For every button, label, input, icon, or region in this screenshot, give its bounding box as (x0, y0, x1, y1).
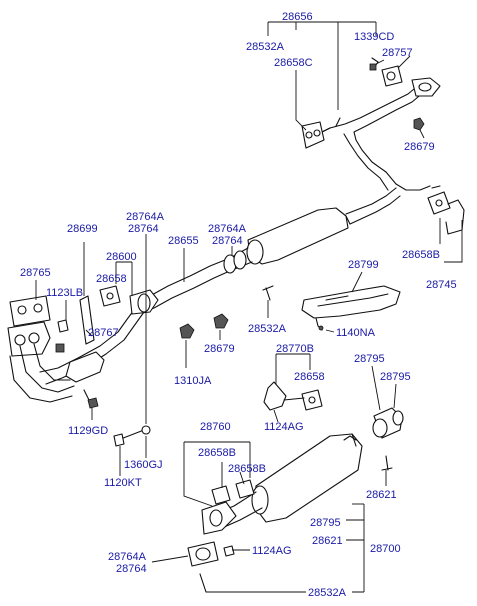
label-28532A-top: 28532A (246, 41, 285, 53)
label-1339CD: 1339CD (354, 31, 394, 43)
label-28658B-right: 28658B (402, 249, 440, 261)
hanger-28770B (263, 381, 323, 411)
label-28658B-b: 28658B (228, 463, 266, 475)
center-pipe-28656 (315, 77, 441, 191)
bolt-1129GD (83, 389, 99, 409)
nut-1310JA (179, 323, 195, 339)
bolt-1120KT (113, 425, 151, 447)
label-28621-right: 28621 (366, 489, 397, 501)
label-28795-b: 28795 (380, 371, 411, 383)
part-labels: 28656 28532A 1339CD 28757 28658C 28679 2… (20, 11, 457, 599)
hanger-28658-left (99, 285, 121, 307)
label-28532A-mid: 28532A (248, 323, 287, 335)
label-28600: 28600 (106, 251, 137, 263)
label-28764-mid: 28764 (212, 235, 243, 247)
label-1310JA: 1310JA (174, 375, 212, 387)
hanger-28757 (369, 57, 403, 87)
label-1123LB: 1123LB (46, 287, 83, 299)
label-28658-left: 28658 (96, 273, 127, 285)
nut-28679-top (413, 117, 425, 131)
label-28764A-mid: 28764A (208, 223, 247, 235)
label-28745: 28745 (426, 279, 457, 291)
label-28658C: 28658C (274, 57, 313, 69)
label-28764A-left: 28764A (126, 211, 165, 223)
rear-muffler-28700 (201, 407, 404, 535)
label-28757: 28757 (382, 47, 413, 59)
bolt-28532A-mid (262, 285, 274, 301)
label-28658-mid: 28658 (294, 371, 325, 383)
label-1120KT: 1120KT (104, 477, 142, 489)
leader-lines (35, 21, 463, 593)
center-muffler-28655 (139, 187, 401, 313)
gasket-28765 (9, 295, 51, 327)
label-28679-top: 28679 (404, 141, 435, 153)
label-28656: 28656 (282, 11, 313, 23)
bolt-1123LB (57, 319, 69, 333)
label-28764-left: 28764 (128, 223, 159, 235)
label-28767: 28767 (88, 327, 119, 339)
label-28700: 28700 (370, 543, 401, 555)
label-28795-a: 28795 (354, 353, 385, 365)
hanger-28658C (301, 121, 325, 149)
label-28765: 28765 (20, 267, 51, 279)
label-1124AG-mid: 1124AG (264, 421, 304, 433)
label-1124AG-low: 1124AG (252, 545, 292, 557)
label-28621-low: 28621 (312, 535, 343, 547)
label-28532A-low: 28532A (308, 587, 347, 599)
hanger-28658B-right (427, 185, 465, 235)
bracket-28699 (79, 295, 95, 345)
label-28795-low: 28795 (310, 517, 341, 529)
exhaust-manifold (7, 321, 75, 403)
gasket-28764A-low (187, 541, 235, 593)
label-28764A-low: 28764A (108, 551, 147, 563)
bolt-28621 (381, 455, 393, 471)
label-1140NA: 1140NA (336, 327, 376, 339)
label-28699: 28699 (67, 223, 98, 235)
label-28799: 28799 (348, 259, 379, 271)
label-1129GD: 1129GD (68, 425, 108, 437)
label-28658B-a: 28658B (198, 447, 236, 459)
label-28655: 28655 (168, 235, 199, 247)
label-28679-mid: 28679 (204, 343, 235, 355)
label-1360GJ: 1360GJ (124, 459, 163, 471)
front-pipe-28600 (39, 289, 159, 385)
label-28760: 28760 (200, 421, 231, 433)
label-28764-low: 28764 (116, 563, 147, 575)
label-28770B: 28770B (276, 343, 314, 355)
nut-28679-mid (213, 313, 229, 329)
heat-protector-28799 (301, 285, 401, 331)
